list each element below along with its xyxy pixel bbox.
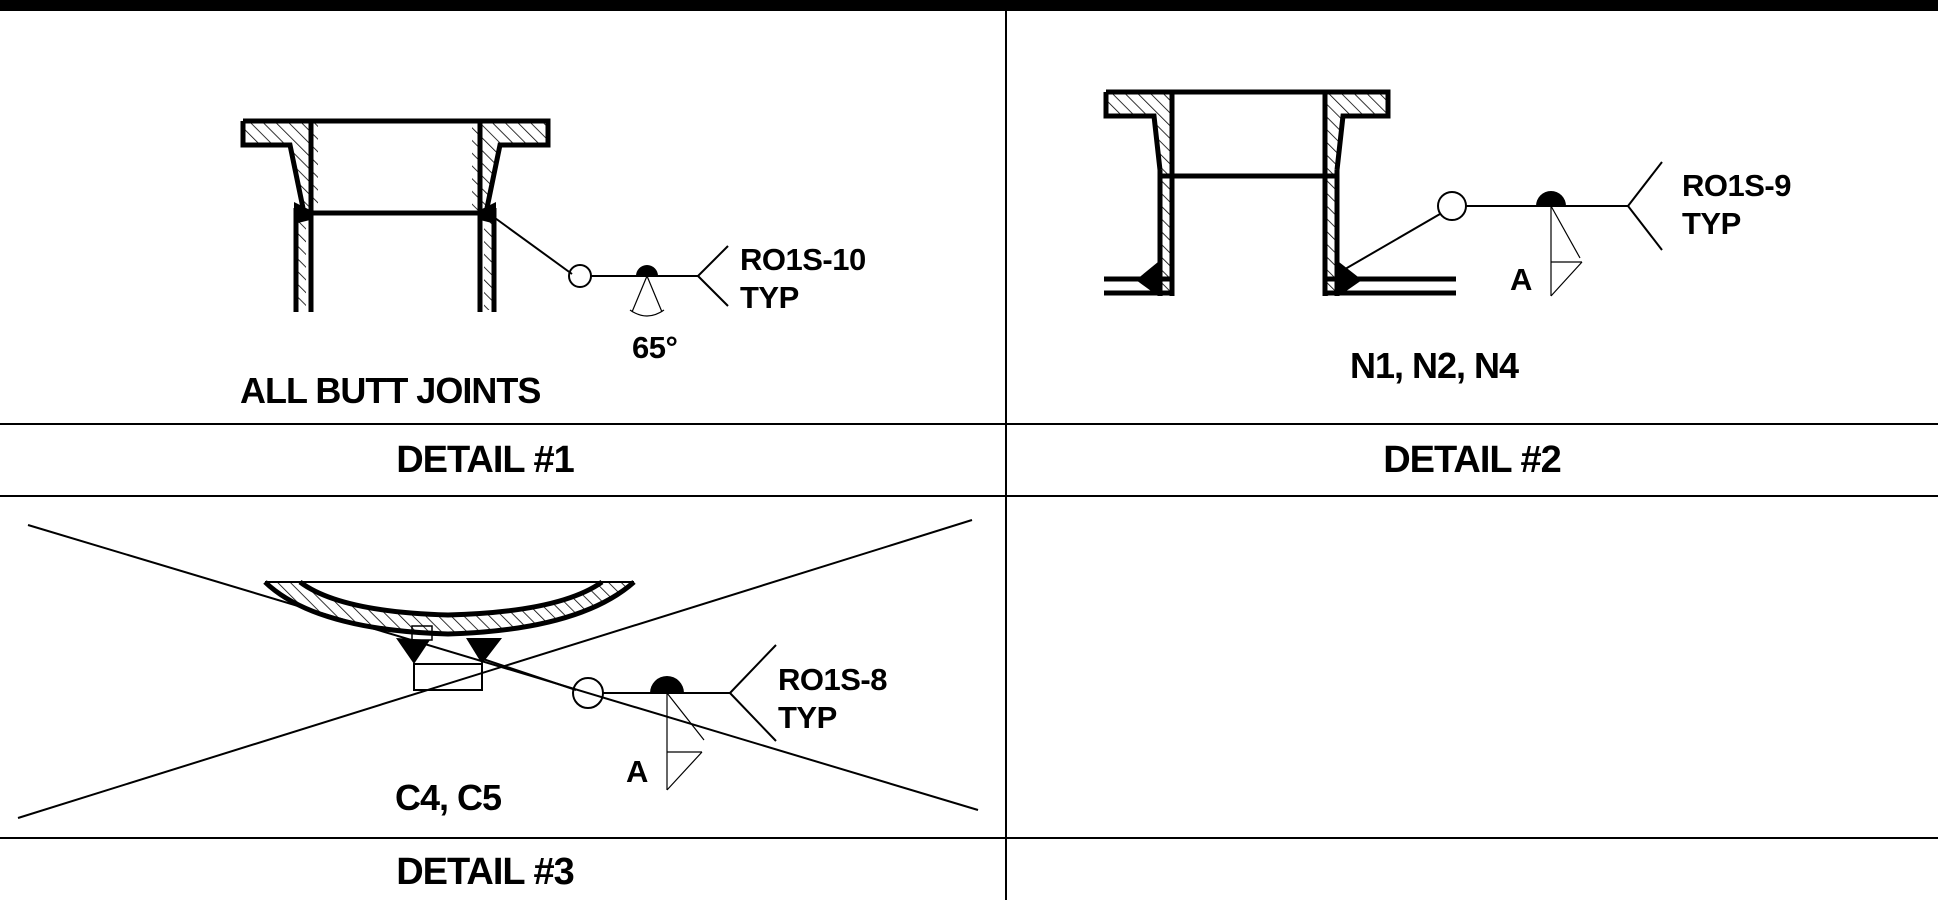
detail-3-title: DETAIL #3	[396, 851, 574, 893]
detail-1-caption: ALL BUTT JOINTS	[240, 370, 540, 411]
field-weld-circle-icon	[568, 264, 592, 288]
detail-1-drawing: RO1S-10 TYP 65° ALL BUTT JOINTS	[240, 118, 866, 411]
detail-3-arrow-label: A	[626, 754, 648, 789]
top-border-bar	[0, 0, 1938, 11]
weld-symbol-icon	[572, 644, 777, 791]
detail-1-title: DETAIL #1	[396, 439, 574, 481]
detail-2-arrow-label: A	[1510, 262, 1532, 297]
fillet-weld-icon	[1550, 205, 1583, 297]
detail-2-caption: N1, N2, N4	[1350, 345, 1519, 386]
detail-1-weld-ref: RO1S-10	[740, 242, 866, 277]
weld-symbol-icon	[1437, 161, 1663, 297]
fillet-weld-icon	[666, 692, 705, 791]
detail-1-angle: 65°	[632, 330, 677, 365]
detail-2-drawing: RO1S-9 TYP A N1, N2, N4	[1103, 89, 1792, 386]
weld-symbol-icon	[568, 245, 729, 317]
detail-3-drawing: RO1S-8 TYP A C4, C5	[17, 519, 979, 819]
detail-3-weld-ref: RO1S-8	[778, 662, 887, 697]
field-weld-circle-icon	[1437, 191, 1467, 221]
detail-2-weld-ref: RO1S-9	[1682, 168, 1791, 203]
detail-2-weld-note: TYP	[1682, 206, 1741, 241]
detail-1-weld-note: TYP	[740, 280, 799, 315]
void-cross-line-b	[17, 519, 973, 819]
detail-3-caption: C4, C5	[395, 777, 502, 818]
detail-3-weld-note: TYP	[778, 700, 837, 735]
detail-2-title: DETAIL #2	[1383, 439, 1561, 481]
